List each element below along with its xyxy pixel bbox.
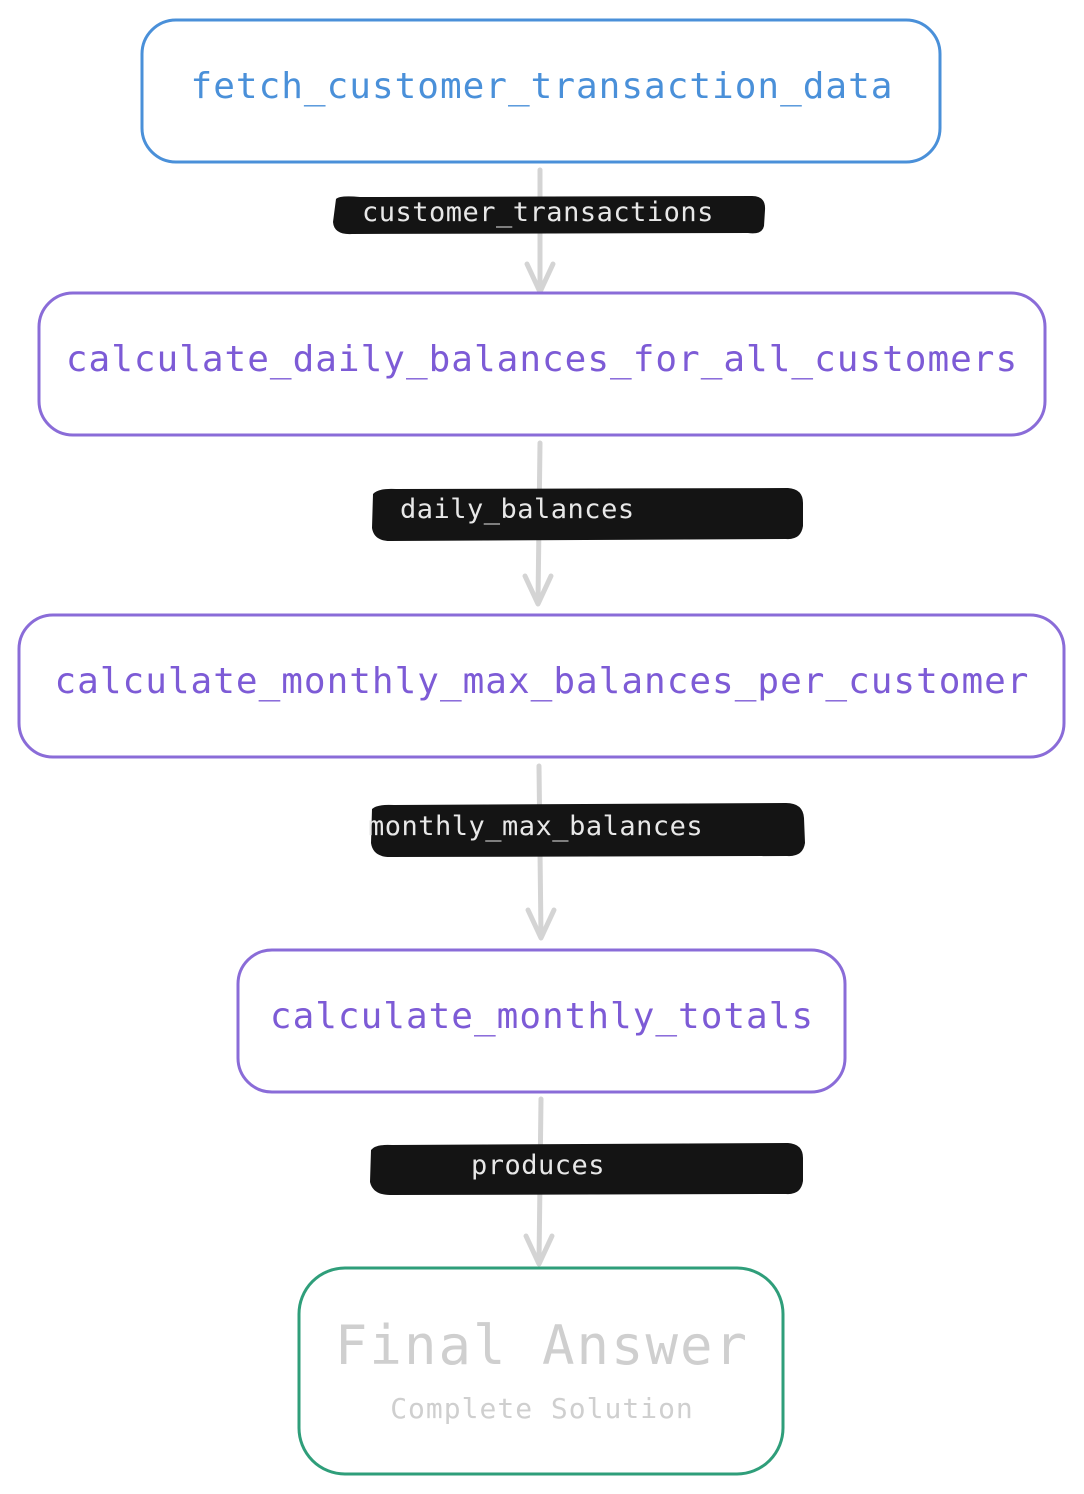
edge-label-bg-2 (372, 488, 803, 541)
edge-label-bg-1 (333, 196, 766, 235)
edge-label-daily-balances: daily_balances (400, 494, 635, 525)
edge-label-produces: produces (471, 1150, 606, 1181)
edge-label-customer-transactions: customer_transactions (362, 197, 714, 228)
edge-arrowhead-3 (525, 907, 557, 941)
node-calculate-monthly-totals: calculate_monthly_totals (269, 996, 815, 1037)
node-final-answer-subtitle: Complete Solution (390, 1392, 694, 1425)
edge-label-bg-4 (370, 1143, 803, 1195)
node-box-monthly-max (17, 613, 1066, 759)
edge-label-bg-3 (371, 803, 805, 857)
edge-label-monthly-max-balances: monthly_max_balances (368, 811, 704, 842)
node-box-daily (37, 291, 1047, 437)
node-calculate-daily-balances: calculate_daily_balances_for_all_custome… (65, 339, 1019, 380)
node-box-totals (236, 948, 847, 1094)
node-fetch-customer-transaction-data: fetch_customer_transaction_data (190, 66, 894, 107)
node-final-answer-title: Final Answer (334, 1314, 750, 1377)
node-calculate-monthly-max-balances: calculate_monthly_max_balances_per_custo… (54, 661, 1030, 702)
edge-arrowhead-2 (522, 573, 554, 607)
edge-arrowhead-4 (523, 1233, 555, 1267)
node-box-final (297, 1266, 785, 1476)
node-box-fetch (140, 18, 942, 164)
